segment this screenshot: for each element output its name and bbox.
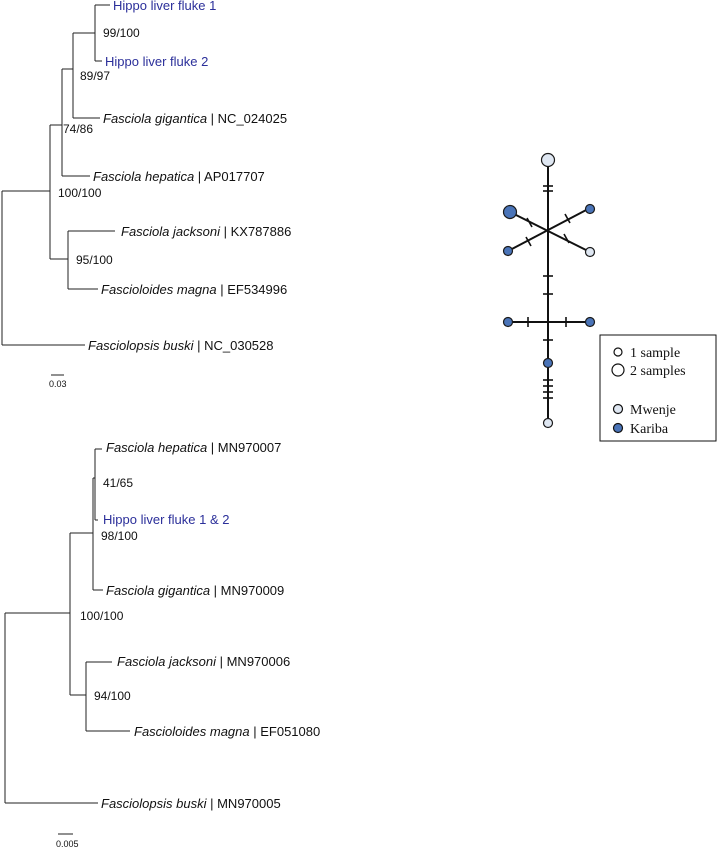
leaf-label: Fascioloides magna | EF534996 [101,282,287,297]
leaf-label: Fasciola jacksoni | MN970006 [117,654,290,669]
scale-bar-label: 0.005 [56,839,79,849]
haplotype-node [502,204,518,220]
leaf-label: Hippo liver fluke 1 [113,0,216,13]
branch [70,661,130,732]
haplotype-node [502,245,514,257]
branch [93,448,102,521]
leaf-label: Fascioloides magna | EF051080 [134,724,320,739]
haplotype-node [584,316,596,328]
support-value: 74/86 [63,122,93,136]
legend-one-sample-symbol [613,347,623,357]
tree-top-branches [1,4,115,346]
leaf-label: Fasciolopsis buski | NC_030528 [88,338,274,353]
mutation-tick [564,213,571,224]
branch [4,612,98,804]
branch [73,4,110,62]
haplotype-node [502,316,514,328]
branch [50,230,115,290]
network-edges [508,160,591,423]
leaf-label: Fasciola jacksoni | KX787886 [121,224,291,239]
scale-bar-bottom: 0.005 [56,833,79,849]
tree-top-leaf-labels: Hippo liver fluke 1 Hippo liver fluke 2 … [88,0,291,353]
haplotype-node [540,152,556,168]
legend-mwenje-symbol [612,403,624,415]
leaf-label: Fasciola gigantica | MN970009 [106,583,284,598]
mutation-tick [525,236,532,247]
network-legend: 1 sample 2 samples Mwenje Kariba [599,334,717,442]
leaf-label: Fasciola hepatica | MN970007 [106,440,281,455]
legend-one-sample-label: 1 sample [630,346,680,361]
support-value: 98/100 [101,529,138,543]
network-edge-diagonal [509,211,591,253]
legend-mwenje-label: Mwenje [630,403,676,418]
support-value: 100/100 [80,609,124,623]
haplotype-node [584,246,596,258]
legend-two-samples-label: 2 samples [630,364,686,379]
branch [50,69,90,177]
tree-bottom-support-values: 41/65 98/100 100/100 94/100 [80,476,138,703]
haplotype-node [542,417,554,429]
legend-two-samples-symbol [611,363,625,377]
scale-bar-label: 0.03 [49,379,67,389]
branch [1,191,85,346]
tree-bottom-branches [4,448,130,804]
support-value: 95/100 [76,253,113,267]
leaf-label: Hippo liver fluke 1 & 2 [103,512,229,527]
haplotype-node [542,357,554,369]
haplotype-nodes [502,152,596,429]
legend-kariba-label: Kariba [630,422,669,437]
support-value: 41/65 [103,476,133,490]
haplotype-node [584,203,596,215]
mutation-tick [526,217,533,228]
branch [62,33,100,119]
legend-kariba-symbol [612,422,624,434]
support-value: 100/100 [58,186,102,200]
phylogenetic-tree-bottom: Fasciola hepatica | MN970007 Hippo liver… [4,440,320,849]
leaf-label: Fasciolopsis buski | MN970005 [101,796,281,811]
support-value: 99/100 [103,26,140,40]
leaf-label: Fasciola gigantica | NC_024025 [103,111,287,126]
haplotype-network: 1 sample 2 samples Mwenje Kariba [502,152,717,442]
network-edge-diagonal [509,207,591,251]
scale-bar-top: 0.03 [49,374,67,389]
mutation-ticks [525,185,571,399]
support-value: 94/100 [94,689,131,703]
leaf-label: Fasciola hepatica | AP017707 [93,169,265,184]
tree-top-support-values: 99/100 89/97 74/86 100/100 95/100 [58,26,140,267]
branch [70,478,103,591]
support-value: 89/97 [80,69,110,83]
leaf-label: Hippo liver fluke 2 [105,54,208,69]
phylogenetic-tree-top: Hippo liver fluke 1 Hippo liver fluke 2 … [1,0,291,389]
mutation-tick [563,233,570,244]
tree-bottom-leaf-labels: Fasciola hepatica | MN970007 Hippo liver… [101,440,320,811]
